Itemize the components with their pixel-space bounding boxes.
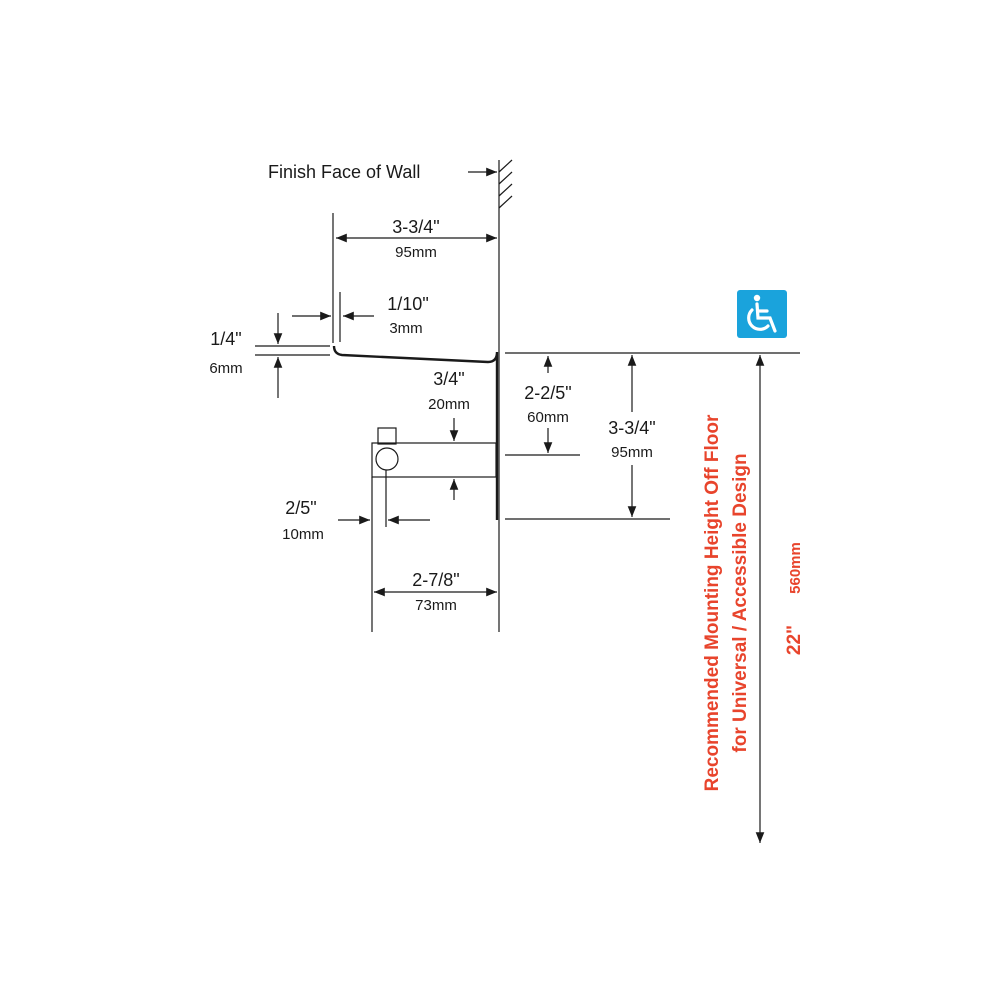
dimension-bar-offset-imperial: 2-2/5": [524, 383, 571, 403]
wheelchair-accessibility-icon: [747, 294, 777, 333]
wall: [498, 159, 513, 632]
mounting-line-2: for Universal / Accessible Design: [730, 453, 751, 752]
mounting-line-1: Recommended Mounting Height Off Floor: [702, 414, 723, 791]
dimension-lip-height-imperial: 1/4": [210, 329, 241, 349]
dimension-bar-height-metric: 20mm: [428, 396, 470, 413]
bracket-profile: [332, 345, 499, 520]
mounting-height-imperial: 22": [784, 625, 805, 655]
dimension-lip-height: 1/4" 6mm: [209, 313, 330, 398]
dimension-depth-imperial: 3-3/4": [392, 217, 439, 237]
dimension-bar-length-imperial: 2-7/8": [412, 570, 459, 590]
dimension-lip-imperial: 1/10": [387, 294, 428, 314]
dimension-lip-metric: 3mm: [389, 320, 422, 337]
dimension-bar-length: 2-7/8" 73mm: [374, 570, 497, 614]
dimension-knob-offset: 2/5" 10mm: [282, 470, 430, 543]
dimension-knob-offset-imperial: 2/5": [285, 498, 316, 518]
wall-label-group: Finish Face of Wall: [268, 162, 497, 182]
dimension-depth-metric: 95mm: [395, 244, 437, 261]
dimension-knob-offset-metric: 10mm: [282, 526, 324, 543]
wall-label: Finish Face of Wall: [268, 162, 420, 182]
mounting-height: Recommended Mounting Height Off Floor fo…: [702, 355, 805, 843]
dimension-bar-height: 3/4" 20mm: [428, 369, 470, 500]
mounting-height-metric: 560mm: [787, 542, 804, 594]
dimension-lip-height-metric: 6mm: [209, 360, 242, 377]
dimension-total-height: 3-3/4" 95mm: [505, 352, 800, 520]
dimension-depth: 3-3/4" 95mm: [332, 213, 497, 343]
dimension-bar-offset: 2-2/5" 60mm: [505, 356, 580, 456]
hook-bar: [371, 427, 497, 632]
hook-knob: [375, 447, 399, 471]
dimension-bar-offset-metric: 60mm: [527, 409, 569, 426]
dimension-total-height-imperial: 3-3/4": [608, 418, 655, 438]
dimension-bar-height-imperial: 3/4": [433, 369, 464, 389]
dimension-bar-length-metric: 73mm: [415, 597, 457, 614]
dimension-total-height-metric: 95mm: [611, 444, 653, 461]
accessibility-badge: [737, 290, 787, 338]
dimension-lip: 1/10" 3mm: [292, 292, 429, 342]
